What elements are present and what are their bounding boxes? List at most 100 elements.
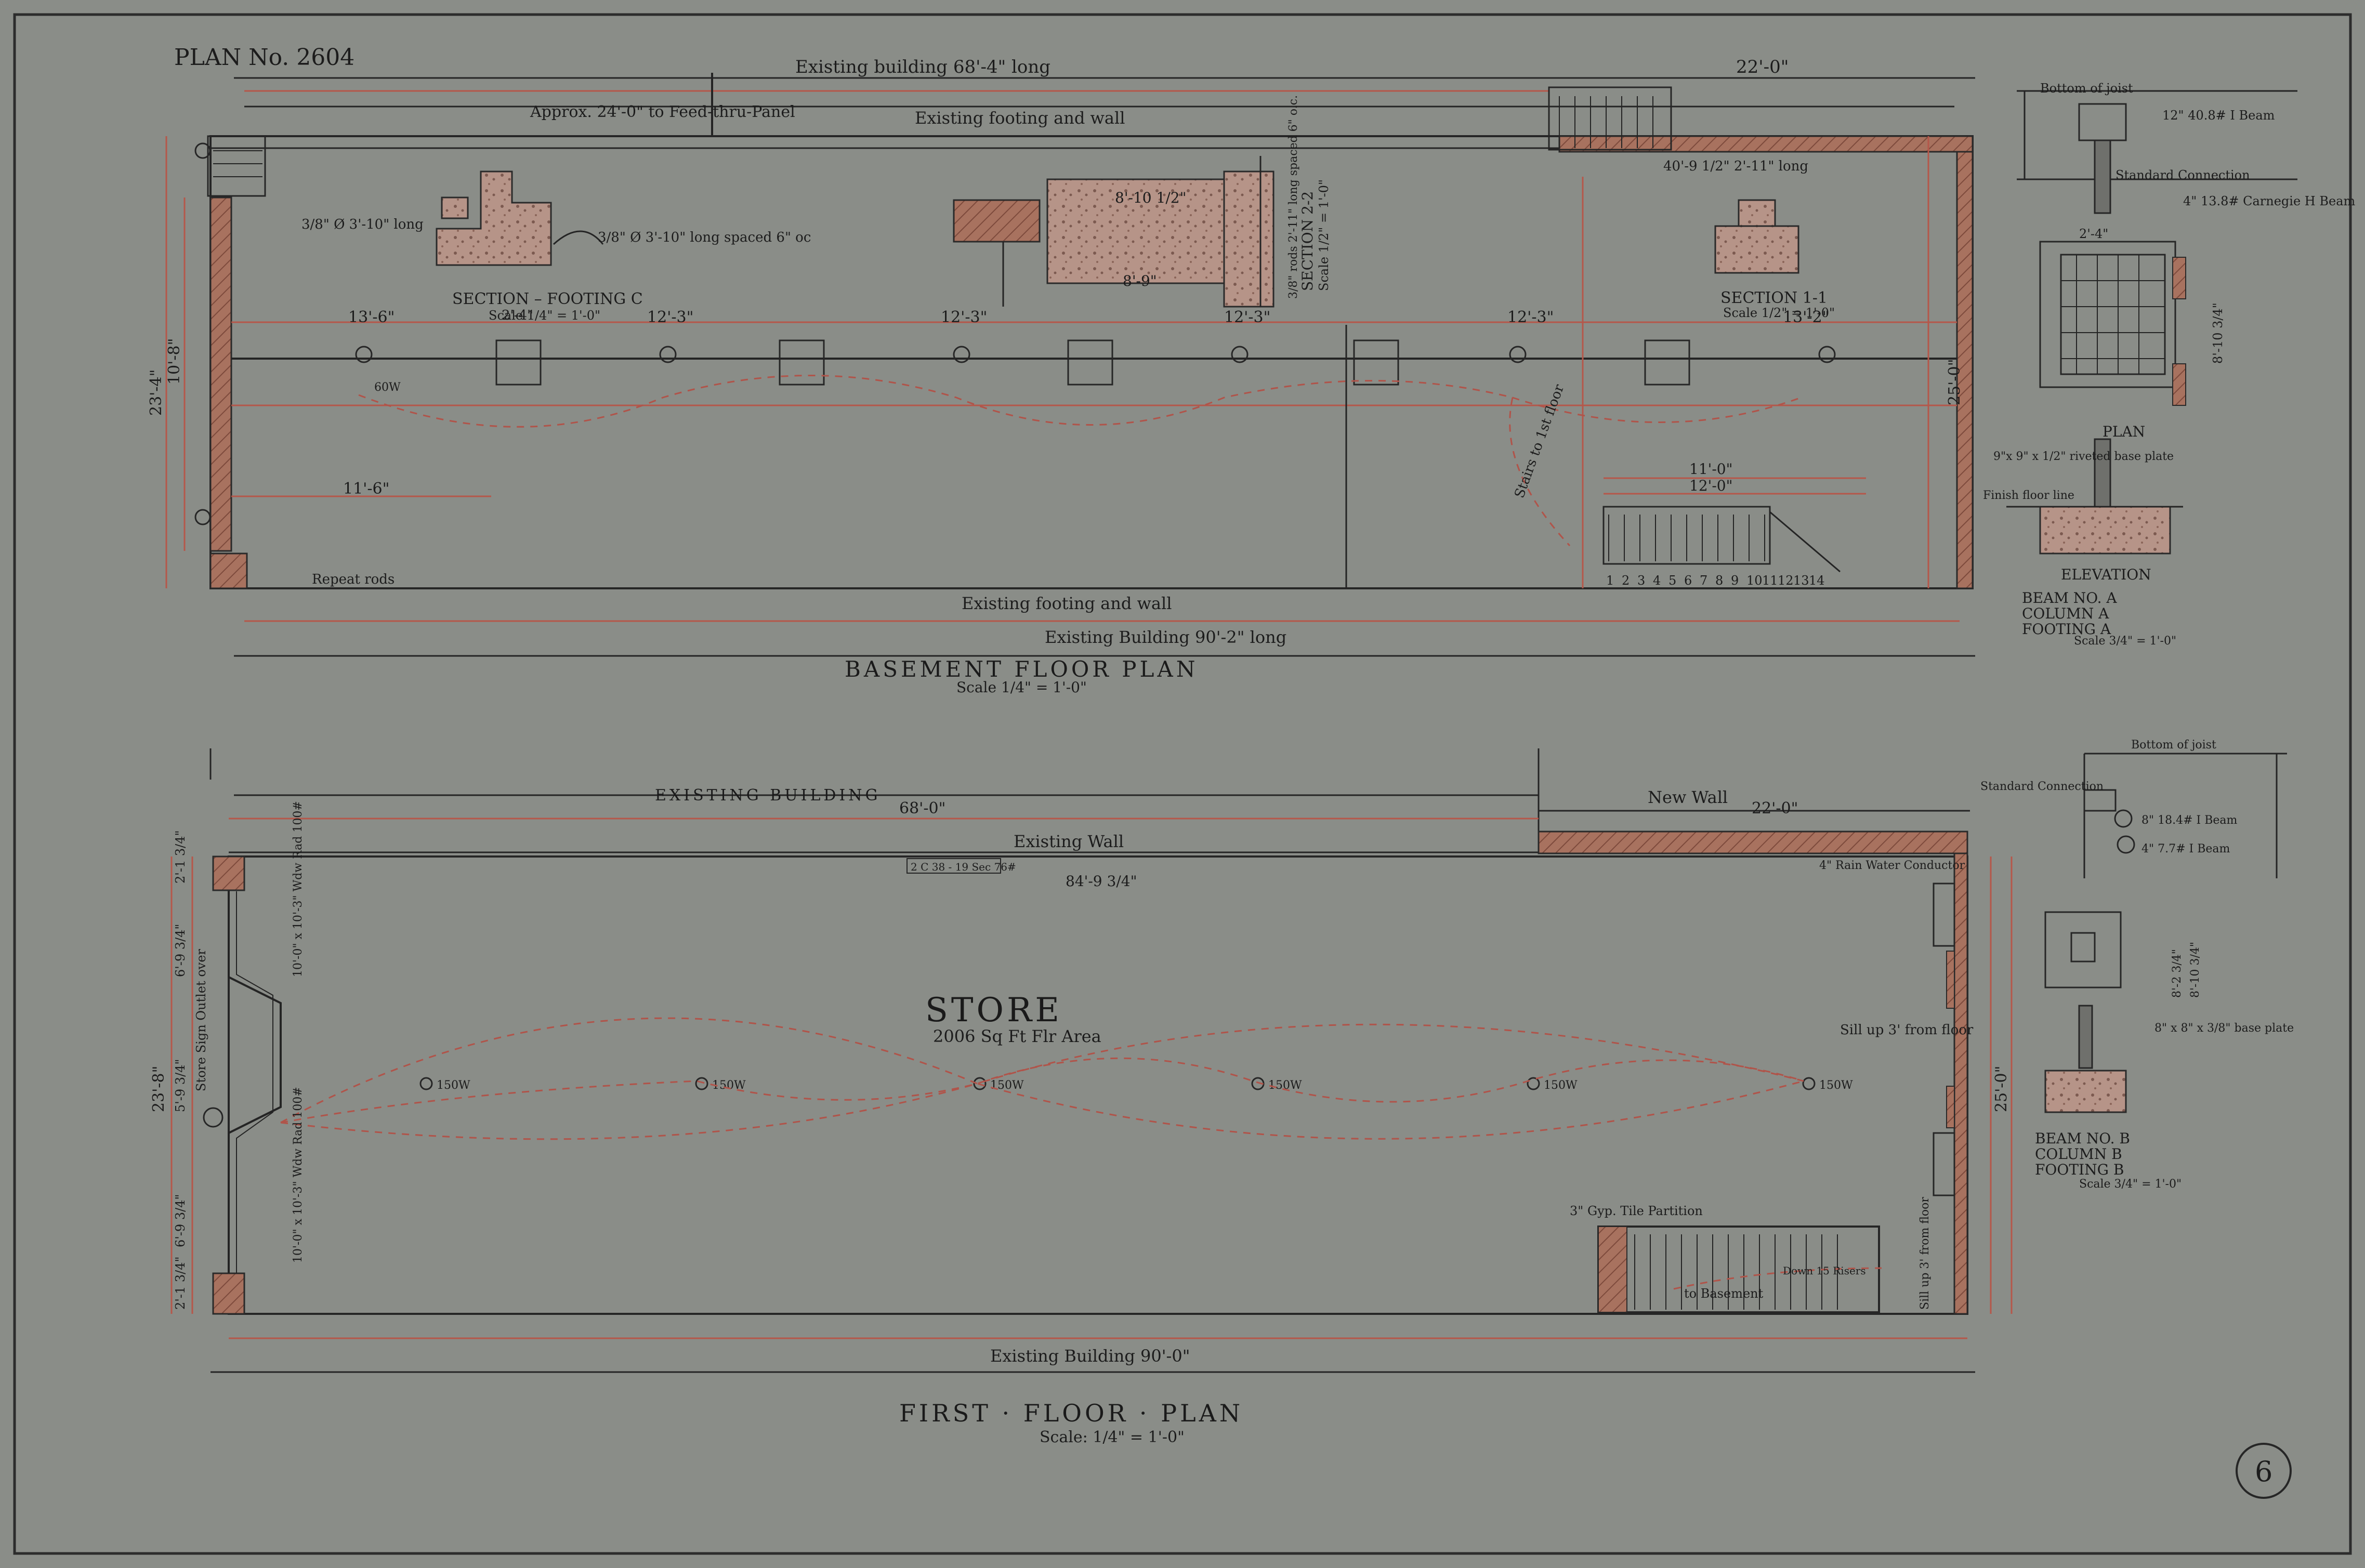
down-risers: Down 15 Risers — [1783, 1264, 1866, 1277]
section-2-note: 3/8" rods 2'-11" long spaced 6" o.c. — [1287, 95, 1300, 299]
beam-a-label: 12" 40.8# I Beam — [2162, 108, 2275, 123]
existing-footing-bottom: Existing footing and wall — [962, 594, 1172, 613]
bay-dim-1: 12'-3" — [647, 308, 693, 326]
repeat-rods: Repeat rods — [312, 572, 395, 587]
detail-beam-a: Bottom of joist 12" 40.8# I Beam Standar… — [1983, 81, 2355, 648]
dim-2-4-a: 2'-4" — [2079, 227, 2108, 241]
base-plate-b: 8" x 8" x 3/8" base plate — [2154, 1022, 2294, 1035]
existing-wall-label: Existing Wall — [1014, 832, 1124, 851]
section-c-title: SECTION – FOOTING C — [452, 290, 643, 308]
right-new-wall — [1956, 135, 1974, 589]
left-wall — [209, 196, 232, 552]
section-1-scale: Scale 1/2" = 1'-0" — [1723, 306, 1835, 320]
lamp-label: 60W — [374, 381, 401, 394]
stair-tread-10: 10 — [1746, 573, 1763, 588]
bay-dim-3: 12'-3" — [1224, 308, 1270, 326]
elevation-label: ELEVATION — [2061, 566, 2151, 583]
stair-tread-7: 7 — [1700, 573, 1707, 588]
existing-building-top-ff: EXISTING BUILDING — [655, 786, 881, 805]
stair-tread-8: 8 — [1715, 573, 1723, 588]
std-connection-b: Standard Connection — [1980, 780, 2104, 793]
dim-b1: 8'-2 3/4" — [2171, 949, 2184, 998]
sill-note-2: Sill up 3' from floor — [1919, 1197, 1932, 1310]
lamp-label-0: 150W — [437, 1079, 470, 1092]
to-basement: to Basement — [1684, 1286, 1764, 1301]
stair-tread-14: 14 — [1809, 573, 1825, 588]
basement-title: BASEMENT FLOOR PLAN — [845, 656, 1199, 682]
basement-stair-top — [1548, 86, 1672, 151]
basement-stair — [1602, 506, 1841, 573]
caption-a-2: COLUMN A — [2022, 605, 2109, 622]
caption-b-1: BEAM NO. B — [2035, 1130, 2130, 1147]
sheet-number: 6 — [2255, 1455, 2272, 1488]
section-1-1: SECTION 1-1 Scale 1/2" = 1'-0" — [1714, 199, 1835, 320]
store-sign: Store Sign Outlet over — [194, 948, 208, 1091]
pier-width-label: 2'-4" — [502, 308, 533, 323]
top-existing-label: Existing building 68'-4" long — [795, 57, 1050, 77]
stair-tread-9: 9 — [1731, 573, 1739, 588]
window-1: 10'-0" x 10'-3" Wdw Rad 100# — [292, 801, 305, 977]
store-label: STORE — [925, 991, 1062, 1030]
overall-dim: 84'-9 3/4" — [1066, 873, 1137, 890]
carnegie-label: 4" 13.8# Carnegie H Beam — [2183, 194, 2355, 208]
caption-b-scale: Scale 3/4" = 1'-0" — [2079, 1178, 2182, 1191]
sill-note: Sill up 3' from floor — [1840, 1022, 1974, 1038]
storefront — [228, 891, 282, 1273]
stair-tread-3: 3 — [1637, 573, 1645, 588]
section-footing-c: SECTION – FOOTING C Scale 1/4" = 1'-0" 3… — [436, 170, 811, 323]
basement-floor-plan: Existing building 68'-4" long 22'-0" App… — [147, 57, 1975, 696]
detail-beam-b: Bottom of joist Standard Connection 8" 1… — [1980, 739, 2294, 1191]
existing-building-bottom-ff: Existing Building 90'-0" — [990, 1346, 1190, 1366]
beam-b2: 4" 7.7# I Beam — [2141, 842, 2230, 855]
dim-b2: 8'-10 3/4" — [2189, 942, 2202, 998]
stair-tread-13: 13 — [1793, 573, 1809, 588]
partition-note: 3" Gyp. Tile Partition — [1570, 1204, 1703, 1218]
beam-tag: 2 C 38 - 19 Sec 76# — [911, 861, 1016, 873]
caption-a-scale: Scale 3/4" = 1'-0" — [2074, 635, 2176, 648]
lamp-label-4: 150W — [1544, 1079, 1578, 1092]
dim-8-10-a: 8'-10 3/4" — [2211, 302, 2225, 364]
caption-b-3: FOOTING B — [2035, 1161, 2124, 1178]
section-c-scale: Scale 1/4" = 1'-0" — [489, 308, 600, 323]
section-2-title: SECTION 2-2 — [1299, 191, 1316, 291]
stair-tread-12: 12 — [1778, 573, 1794, 588]
rain-water-conductor: 4" Rain Water Conductor — [1819, 859, 1965, 872]
stair-tread-4: 4 — [1653, 573, 1661, 588]
base-plate-a: 9"x 9" x 1/2" riveted base plate — [1993, 450, 2174, 463]
feed-note: Approx. 24'-0" to Feed-thru-Panel — [530, 103, 795, 121]
dim-8-10: 8'-10 1/2" — [1115, 189, 1186, 206]
top-new-dim: 22'-0" — [1736, 57, 1789, 77]
dim-68: 68'-0" — [899, 799, 945, 818]
dim-12-0: 12'-0" — [1689, 477, 1732, 494]
finish-floor: Finish floor line — [1983, 489, 2074, 502]
dim-11-6: 11'-6" — [343, 480, 389, 498]
dim-8-9: 8'-9" — [1123, 272, 1157, 289]
first-floor-scale: Scale: 1/4" = 1'-0" — [1040, 1428, 1185, 1446]
basement-scale: Scale 1/4" = 1'-0" — [956, 679, 1087, 696]
dim-40-6: 40'-9 1/2" 2'-11" long — [1663, 159, 1808, 174]
section-1-title: SECTION 1-1 — [1720, 289, 1828, 307]
caption-a-1: BEAM NO. A — [2022, 589, 2117, 607]
existing-building-bottom: Existing Building 90'-2" long — [1045, 627, 1286, 647]
caption-a-3: FOOTING A — [2022, 621, 2111, 638]
std-connection-a: Standard Connection — [2116, 168, 2250, 182]
new-wall-dim: 22'-0" — [1752, 799, 1798, 818]
bay-dim-4: 12'-3" — [1507, 308, 1554, 326]
left-dim-3: 6'-9 3/4" — [173, 1194, 188, 1247]
side-dim-1: 23'-4" — [147, 370, 165, 416]
store-area: 2006 Sq Ft Flr Area — [933, 1026, 1101, 1046]
plan-number: PLAN No. 2604 — [174, 44, 354, 71]
store-wiring — [280, 1057, 1804, 1124]
beam-b1: 8" 18.4# I Beam — [2141, 814, 2238, 827]
bay-dim-2: 12'-3" — [941, 308, 987, 326]
pier-row — [355, 339, 1836, 386]
bottom-of-joist-a: Bottom of joist — [2040, 81, 2133, 96]
window-2: 10'-0" x 10'-3" Wdw Rad 100# — [292, 1087, 305, 1263]
first-floor-stair — [1597, 1226, 1882, 1313]
sheet-border — [13, 13, 2352, 1555]
left-overall-dim: 23'-8" — [150, 1066, 168, 1112]
existing-footing-top: Existing footing and wall — [915, 108, 1125, 128]
sheet-number-circle — [2236, 1443, 2292, 1499]
